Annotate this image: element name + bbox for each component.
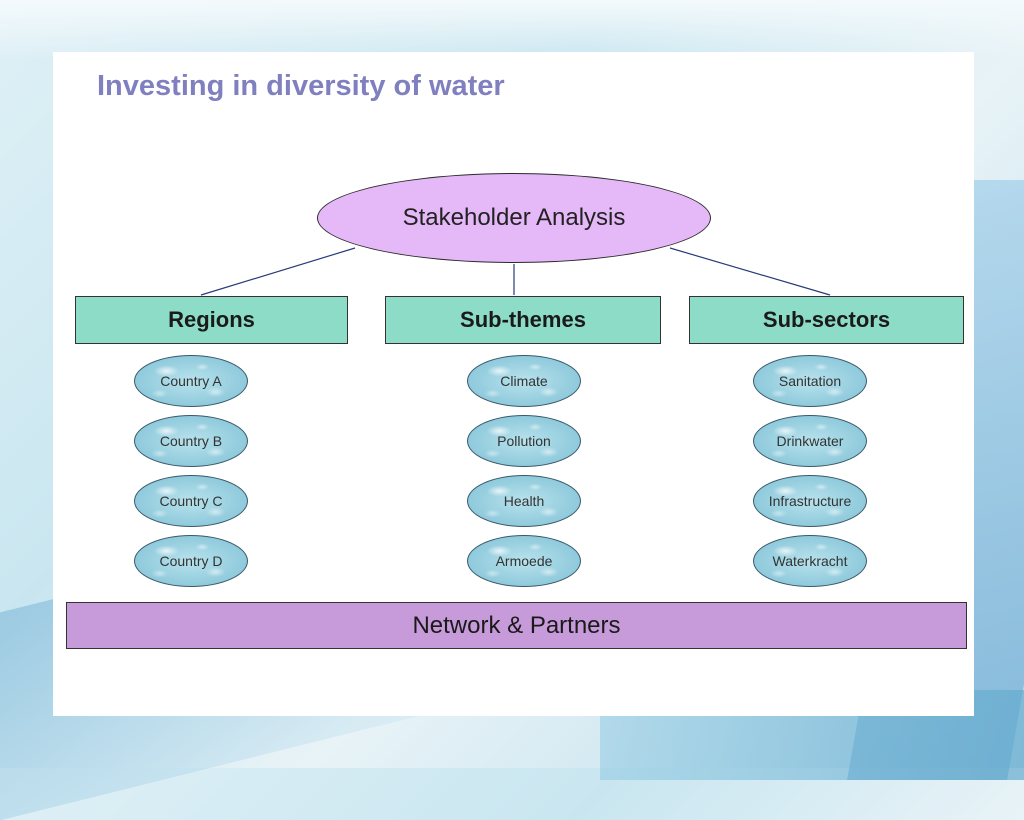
slide-canvas: Investing in diversity of water Stakehol… xyxy=(53,52,974,716)
sub-themes-column: Climate Pollution Health Armoede xyxy=(467,355,581,595)
category-sub-themes: Sub-themes xyxy=(385,296,661,344)
category-regions: Regions xyxy=(75,296,348,344)
bubble-climate: Climate xyxy=(467,355,581,407)
bubble-country-b: Country B xyxy=(134,415,248,467)
connector-lines xyxy=(200,247,831,296)
background-shape xyxy=(0,0,1024,60)
bubble-pollution: Pollution xyxy=(467,415,581,467)
slide-title: Investing in diversity of water xyxy=(97,70,505,102)
stakeholder-analysis-node: Stakeholder Analysis xyxy=(317,173,711,263)
bubble-drinkwater: Drinkwater xyxy=(753,415,867,467)
network-partners-bar: Network & Partners xyxy=(66,602,967,649)
regions-column: Country A Country B Country C Country D xyxy=(134,355,248,595)
bubble-sanitation: Sanitation xyxy=(753,355,867,407)
bubble-country-d: Country D xyxy=(134,535,248,587)
bubble-armoede: Armoede xyxy=(467,535,581,587)
bubble-country-a: Country A xyxy=(134,355,248,407)
bubble-waterkracht: Waterkracht xyxy=(753,535,867,587)
sub-sectors-column: Sanitation Drinkwater Infrastructure Wat… xyxy=(753,355,867,595)
connector-sub-sectors xyxy=(669,247,831,296)
connector-regions xyxy=(200,247,356,296)
bubble-health: Health xyxy=(467,475,581,527)
bubble-infrastructure: Infrastructure xyxy=(753,475,867,527)
category-sub-sectors: Sub-sectors xyxy=(689,296,964,344)
bubble-country-c: Country C xyxy=(134,475,248,527)
